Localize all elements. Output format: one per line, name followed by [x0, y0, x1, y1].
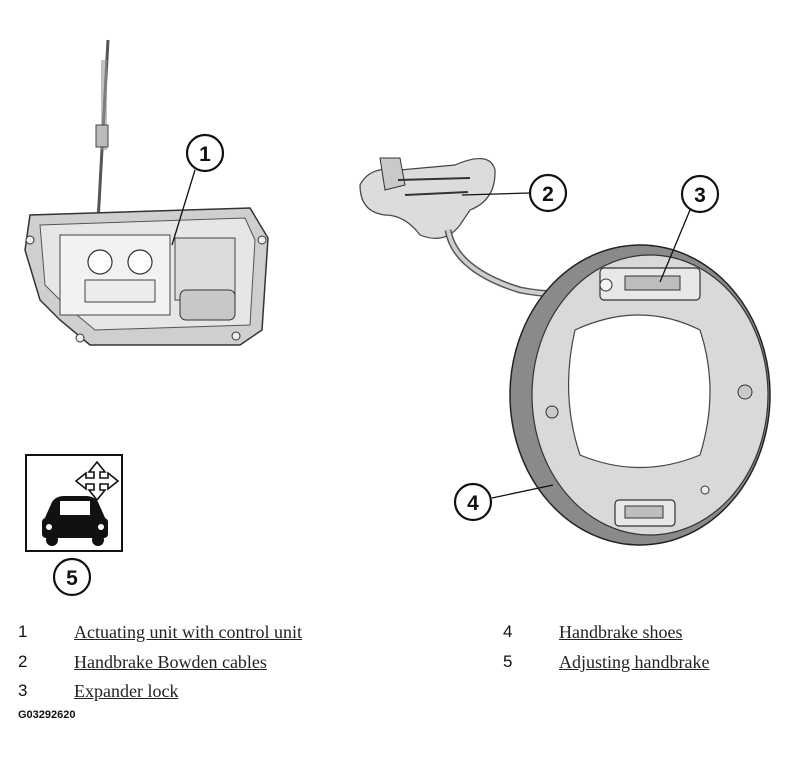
actuating-unit-illustration — [24, 39, 269, 346]
leader-line-4 — [491, 484, 554, 499]
legend-link-actuating-unit[interactable]: Actuating unit with control unit — [74, 622, 302, 642]
leader-line-1 — [171, 169, 196, 246]
figure-code: G03292620 — [18, 709, 76, 721]
svg-text:3: 3 — [694, 184, 706, 207]
legend-link-handbrake-shoes[interactable]: Handbrake shoes — [559, 622, 683, 642]
leader-line-2 — [461, 192, 530, 196]
legend-number: 3 — [18, 681, 28, 700]
legend-link-bowden-cables[interactable]: Handbrake Bowden cables — [74, 652, 267, 672]
bowden-cable-illustration — [359, 157, 601, 298]
brake-shoes-illustration — [509, 244, 771, 546]
svg-text:2: 2 — [542, 183, 554, 206]
legend-link-adjusting-handbrake[interactable]: Adjusting handbrake — [559, 652, 710, 672]
adjust-handbrake-symbol — [25, 454, 123, 552]
callout-1: 1 — [185, 133, 225, 173]
callout-2: 2 — [528, 173, 568, 213]
callout-5: 5 — [52, 557, 92, 597]
leader-line-3 — [659, 209, 691, 283]
svg-text:5: 5 — [66, 567, 78, 590]
legend-number: 5 — [503, 652, 513, 671]
legend-number: 1 — [18, 622, 28, 641]
svg-text:1: 1 — [199, 143, 211, 166]
callout-3: 3 — [680, 174, 720, 214]
legend-link-expander-lock[interactable]: Expander lock — [74, 681, 179, 701]
svg-text:4: 4 — [467, 492, 479, 515]
callout-4: 4 — [453, 482, 493, 522]
legend-number: 2 — [18, 652, 28, 671]
legend: 1 Actuating unit with control unit 2 Han… — [0, 612, 790, 722]
handbrake-diagram: 1 2 3 4 5 — [24, 39, 771, 597]
legend-number: 4 — [503, 622, 513, 641]
